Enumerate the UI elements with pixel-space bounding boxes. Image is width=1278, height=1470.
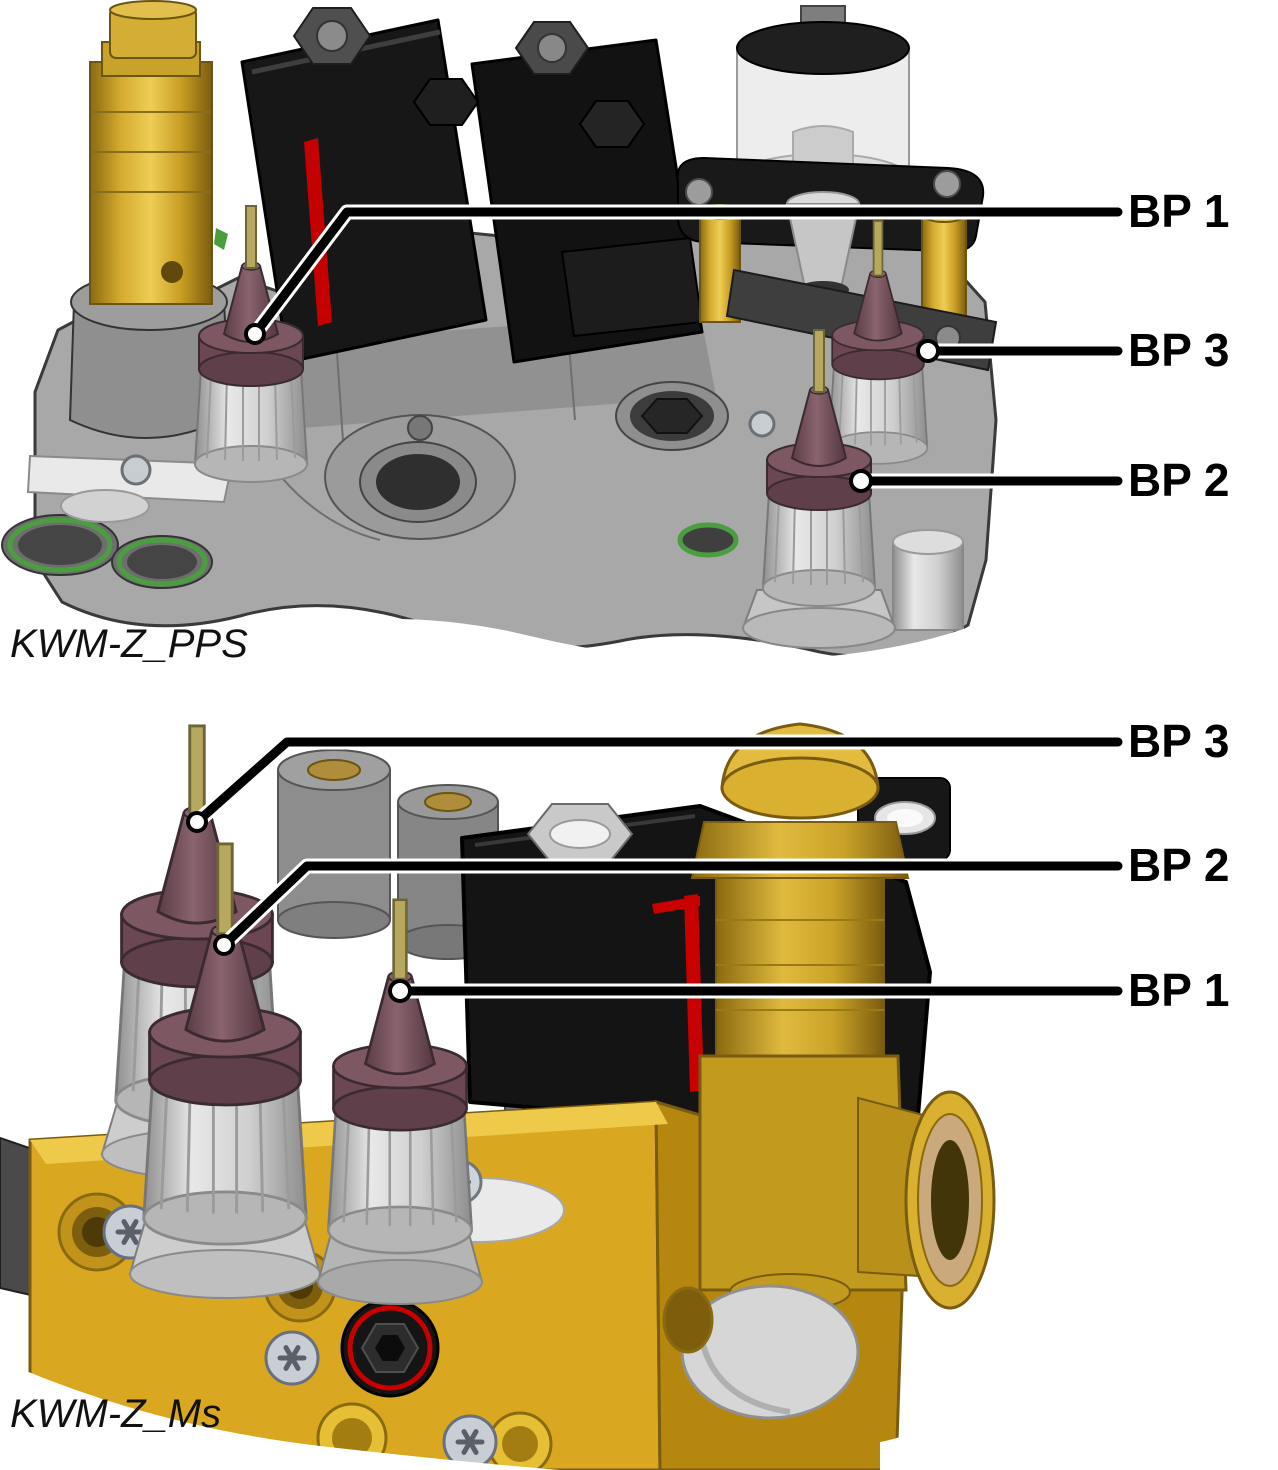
ms-wavy-clip-right xyxy=(880,1230,1278,1470)
ms-label-bp2: BP 2 xyxy=(1128,839,1230,891)
pps-brass-breather xyxy=(68,0,232,439)
pps-leader-bp2 xyxy=(849,469,1126,493)
ms-illustration xyxy=(0,722,1278,1470)
pps-wavy-clip xyxy=(0,594,1008,672)
ms-label-bp1: BP 1 xyxy=(1128,964,1230,1016)
pps-ports xyxy=(1,381,964,631)
figure-caption-pps: KWM-Z_PPS xyxy=(10,622,248,666)
figure-caption-ms: KWM-Z_Ms xyxy=(10,1392,222,1436)
ms-leader-bp1 xyxy=(388,979,1126,1003)
pps-test-point-bp2 xyxy=(741,329,897,649)
ms-relief-valve-tee xyxy=(680,1054,996,1420)
pps-leader-bp1 xyxy=(244,204,1126,345)
ms-leader-bp2 xyxy=(213,858,1126,956)
torx-screw xyxy=(264,1330,320,1386)
pps-label-bp3: BP 3 xyxy=(1128,324,1230,376)
ms-label-bp3: BP 3 xyxy=(1128,715,1230,767)
pps-label-bp2: BP 2 xyxy=(1128,454,1230,506)
pps-illustration xyxy=(0,0,1126,672)
pps-pilot-valve xyxy=(676,5,998,372)
pps-solenoid-coils xyxy=(240,7,704,364)
pps-label-bp1: BP 1 xyxy=(1128,185,1230,237)
red-stripe xyxy=(304,138,332,326)
ms-hex-plug xyxy=(340,1298,440,1398)
pps-leader-bp3 xyxy=(916,339,1126,363)
ms-wavy-clip-left xyxy=(0,1360,560,1470)
ms-leader-bp3 xyxy=(186,734,1126,833)
ms-test-point-bp1 xyxy=(316,898,484,1305)
ms-relief-valve xyxy=(690,722,910,1059)
